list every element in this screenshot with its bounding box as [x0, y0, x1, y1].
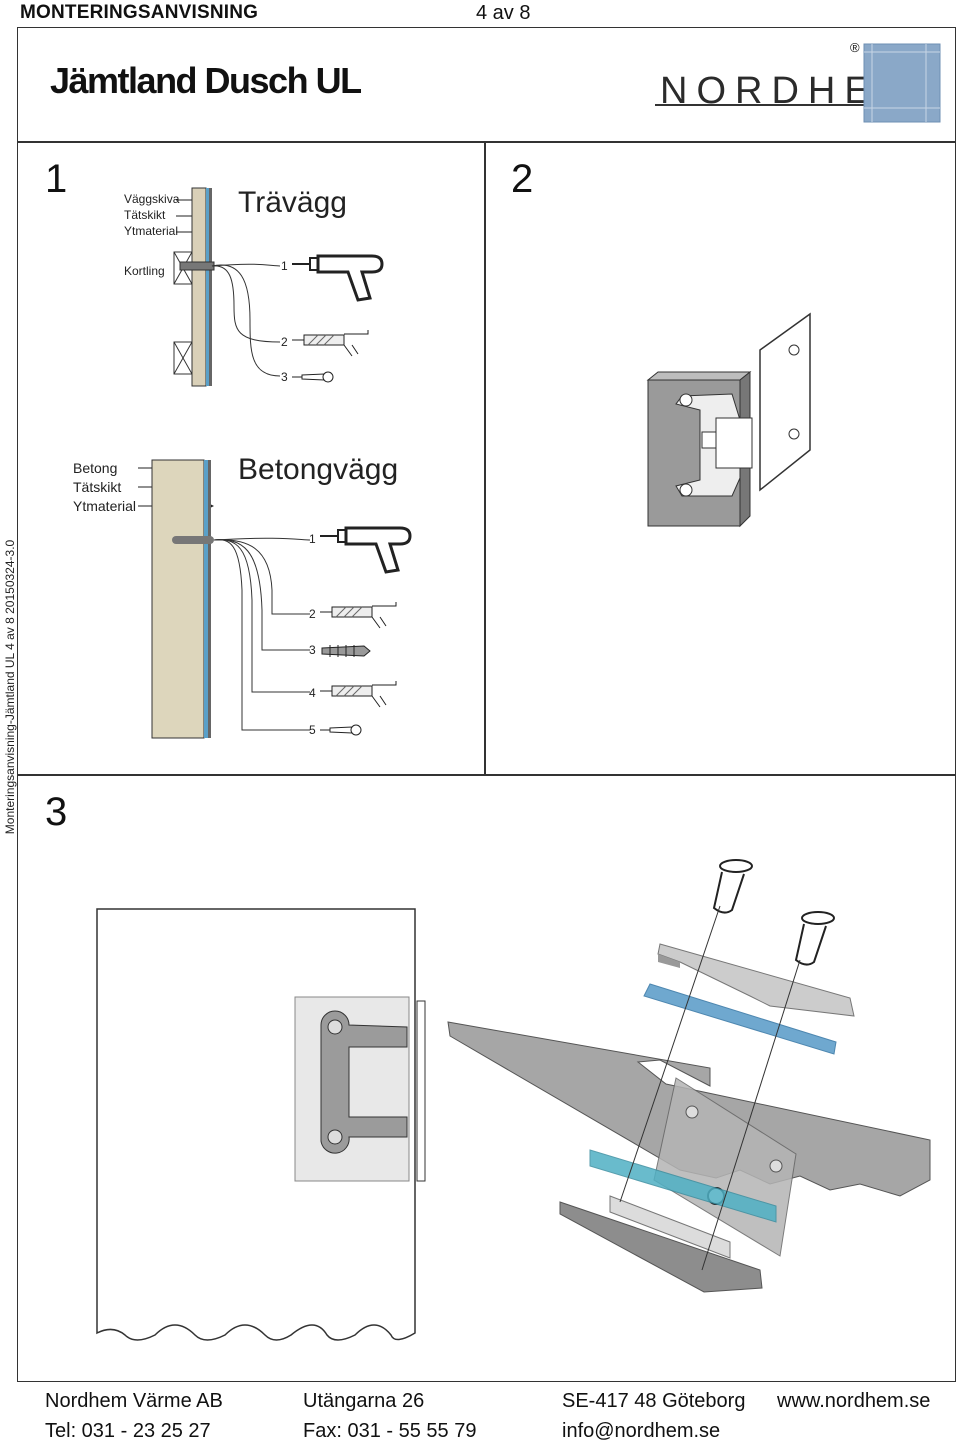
label-ytmaterial: Ytmaterial: [124, 224, 179, 238]
label-vaggskiva: Väggskiva: [124, 192, 180, 206]
page-indicator: 4 av 8: [476, 2, 531, 24]
screw-icon: [292, 371, 334, 383]
divider-title: [17, 141, 956, 143]
label-kortling: Kortling: [124, 264, 165, 278]
screw-icon-2: [320, 724, 362, 736]
page-frame: [17, 27, 956, 1382]
hinge-wall-plate-illustration: [646, 312, 811, 528]
concrete-wall-diagram: [138, 459, 311, 739]
divider-step12: [484, 141, 486, 775]
divider-step3: [17, 774, 956, 776]
concrete-tool-5-number: 5: [309, 723, 316, 737]
exploded-glass-hinge-illustration: [447, 859, 931, 1293]
label-tatskikt-2: Tätskikt: [73, 479, 122, 495]
footer-website[interactable]: www.nordhem.se: [777, 1390, 931, 1412]
concrete-wall-heading: Betongvägg: [238, 453, 399, 486]
footer-phone: Tel: 031 - 23 25 27: [45, 1420, 211, 1442]
concrete-tool-1-number: 1: [309, 532, 316, 546]
sealant-gun-icon: [292, 330, 369, 357]
section-heading: MONTERINGSANVISNING: [20, 2, 259, 23]
step-3-number: 3: [45, 790, 68, 834]
step-2-number: 2: [511, 157, 534, 201]
concrete-tool-2-number: 2: [309, 607, 316, 621]
concrete-tool-4-number: 4: [309, 686, 316, 700]
label-tatskikt: Tätskikt: [124, 208, 166, 222]
wood-tool-2-number: 2: [281, 335, 288, 349]
logo-underline: [655, 104, 865, 106]
label-betong: Betong: [73, 460, 118, 476]
sealant-gun-icon-2: [320, 602, 397, 629]
wood-tool-3-number: 3: [281, 370, 288, 384]
footer-company: Nordhem Värme AB: [45, 1390, 223, 1412]
mounted-hinge-front-illustration: [96, 908, 426, 1341]
product-title: Jämtland Dusch UL: [50, 60, 362, 101]
concrete-tool-3-number: 3: [309, 643, 316, 657]
registered-mark: ®: [850, 40, 860, 55]
drill-icon-2: [320, 526, 412, 574]
wall-plug-icon: [321, 645, 371, 657]
drill-icon: [292, 254, 384, 302]
label-ytmaterial-2: Ytmaterial: [73, 498, 137, 514]
footer-email[interactable]: info@nordhem.se: [562, 1420, 721, 1442]
sealant-gun-icon-3: [320, 681, 397, 708]
footer-fax: Fax: 031 - 55 55 79: [303, 1420, 477, 1442]
document-id: Monteringsanvisning-Jämtland UL 4 av 8 2…: [3, 539, 17, 835]
step-1-number: 1: [45, 157, 68, 201]
wood-tool-1-number: 1: [281, 259, 288, 273]
footer-address: Utängarna 26: [303, 1390, 425, 1412]
footer-city: SE-417 48 Göteborg: [562, 1390, 746, 1412]
logo-square-icon: [863, 43, 941, 123]
wood-wall-heading: Trävägg: [238, 186, 347, 219]
wood-wall-diagram: [173, 187, 281, 387]
